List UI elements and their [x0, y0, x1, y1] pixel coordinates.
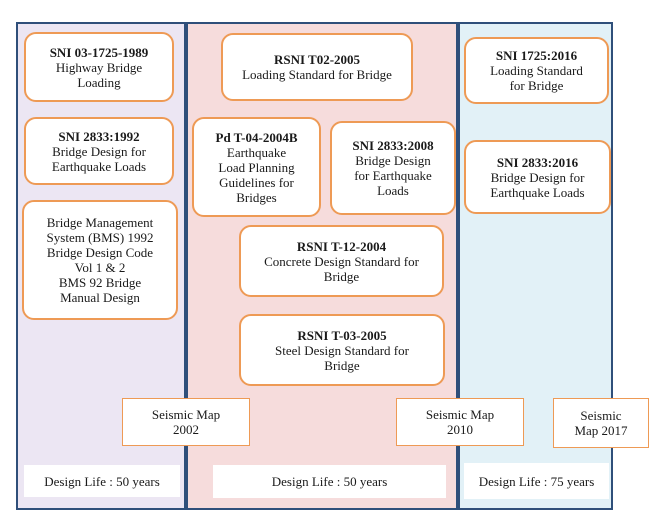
standard-box-rsni-t02-2005: RSNI T02-2005 Loading Standard for Bridg… [221, 33, 413, 101]
standard-box-sni-2833-2016: SNI 2833:2016 Bridge Design for Earthqua… [464, 140, 611, 214]
standard-title: SNI 2833:1992 [58, 128, 140, 144]
standard-title: SNI 2833:2016 [496, 154, 579, 170]
design-life-label-3: Design Life : 75 years [464, 463, 609, 499]
standard-title: SNI 03-1725-1989 [49, 44, 149, 60]
standard-title: Pd T-04-2004B [215, 129, 298, 145]
standard-desc: Bridge Design for Earthquake Loads [490, 169, 585, 200]
standard-box-bms-1992: Bridge Management System (BMS) 1992 Brid… [22, 200, 178, 320]
standard-desc: Earthquake Load Planning Guidelines for … [218, 144, 295, 205]
standard-desc: Steel Design Standard for Bridge [275, 342, 409, 373]
standard-desc: Highway Bridge Loading [55, 59, 143, 90]
seismic-map-2010: Seismic Map 2010 [396, 398, 524, 446]
design-life-label-1: Design Life : 50 years [24, 465, 180, 497]
standard-box-rsni-t-03-2005: RSNI T-03-2005 Steel Design Standard for… [239, 314, 445, 386]
standard-desc: Loading Standard for Bridge [242, 67, 392, 82]
standard-title: SNI 1725:2016 [495, 48, 578, 63]
standard-desc: Loading Standard for Bridge [490, 63, 583, 93]
standard-box-sni-2833-1992: SNI 2833:1992 Bridge Design for Earthqua… [24, 117, 174, 185]
standard-title: RSNI T-12-2004 [296, 238, 387, 254]
standard-box-sni-03-1725-1989: SNI 03-1725-1989 Highway Bridge Loading [24, 32, 174, 102]
standard-desc: Bridge Design for Earthquake Loads [354, 153, 432, 198]
standard-title: RSNI T-03-2005 [297, 327, 387, 343]
standard-title: SNI 2833:2008 [352, 138, 434, 153]
standard-box-sni-1725-2016: SNI 1725:2016 Loading Standard for Bridg… [464, 37, 609, 104]
standard-desc: Bridge Management System (BMS) 1992 Brid… [46, 215, 154, 305]
standard-title: RSNI T02-2005 [273, 52, 361, 67]
standard-box-rsni-t-12-2004: RSNI T-12-2004 Concrete Design Standard … [239, 225, 444, 297]
standard-desc: Concrete Design Standard for Bridge [264, 253, 419, 284]
design-life-label-2: Design Life : 50 years [213, 465, 446, 498]
standard-box-sni-2833-2008: SNI 2833:2008 Bridge Design for Earthqua… [330, 121, 456, 215]
seismic-map-2017: Seismic Map 2017 [553, 398, 649, 448]
standard-desc: Bridge Design for Earthquake Loads [51, 143, 147, 174]
seismic-map-2002: Seismic Map 2002 [122, 398, 250, 446]
standard-box-pd-t-04-2004b: Pd T-04-2004B Earthquake Load Planning G… [192, 117, 321, 217]
